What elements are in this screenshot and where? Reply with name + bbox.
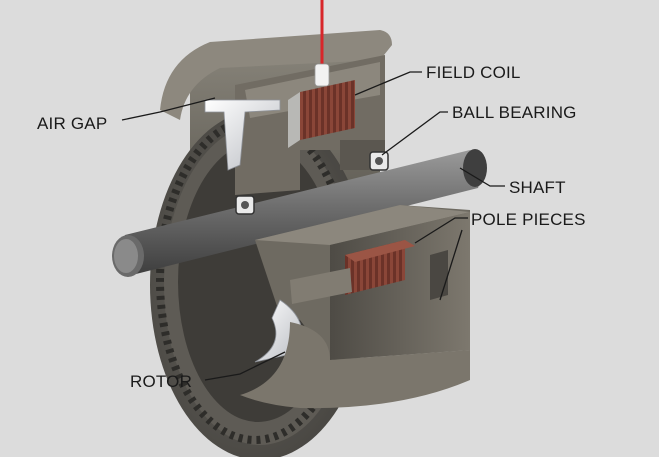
shaft — [112, 149, 487, 277]
stator-lower — [255, 205, 470, 360]
lead-wire — [314, 0, 330, 87]
label-pole-pieces: POLE PIECES — [471, 210, 586, 229]
label-rotor: ROTOR — [130, 372, 192, 391]
housing-front-rim — [240, 322, 470, 409]
label-shaft: SHAFT — [509, 178, 566, 197]
label-ball-bearing: BALL BEARING — [452, 103, 577, 122]
field-coil-lower — [290, 240, 415, 304]
bearing-ball — [375, 157, 383, 165]
air-gap-bracket-upper — [204, 99, 281, 171]
label-air-gap: AIR GAP — [37, 114, 107, 133]
label-field-coil: FIELD COIL — [426, 63, 521, 82]
leader-lines — [121, 71, 505, 381]
field-coil-upper — [288, 80, 355, 148]
bearing-ball — [241, 201, 249, 209]
